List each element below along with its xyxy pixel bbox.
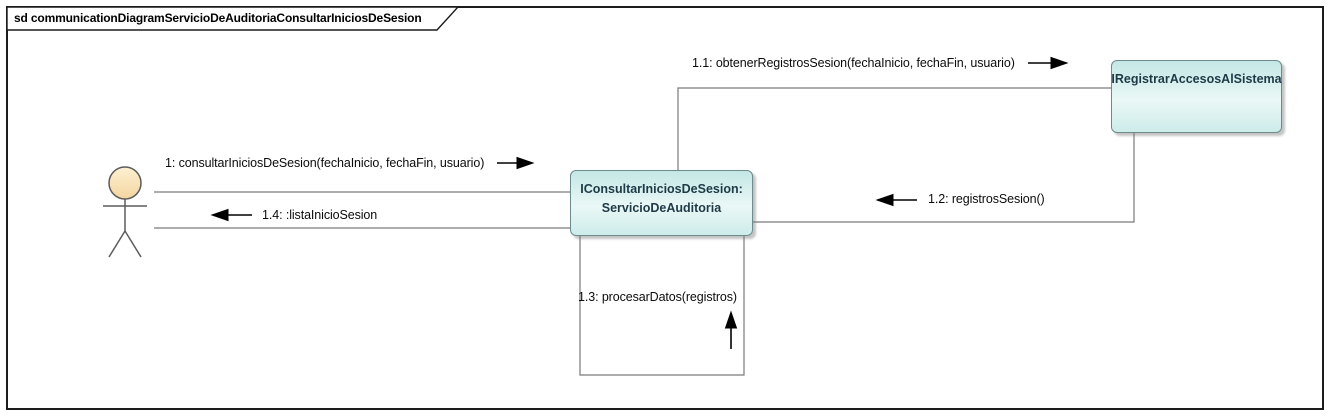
object-registrar-accesos-al-sistema[interactable]: IRegistrarAccesosAlSistema: [1111, 60, 1282, 133]
message-1-2-arrow-icon: [875, 193, 917, 207]
message-1-1-arrow-icon: [1028, 56, 1069, 70]
actor-icon[interactable]: [103, 166, 147, 258]
message-1-2-label[interactable]: 1.2: registrosSesion(): [928, 192, 1045, 206]
frame-title: sd communicationDiagramServicioDeAuditor…: [14, 11, 422, 25]
object-registrar-label: IRegistrarAccesosAlSistema: [1111, 72, 1282, 86]
frame-label-pentagon: [6, 6, 460, 31]
message-1-label[interactable]: 1: consultarIniciosDeSesion(fechaInicio,…: [165, 156, 485, 170]
message-1-4-label[interactable]: 1.4: :listaInicioSesion: [262, 208, 378, 222]
message-1-1-label[interactable]: 1.1: obtenerRegistrosSesion(fechaInicio,…: [692, 56, 1015, 70]
message-1-arrow-icon: [497, 156, 535, 170]
object-servicio-label-line1: IConsultarIniciosDeSesion:: [580, 182, 743, 196]
diagram-frame-border: [6, 6, 1324, 410]
link-servicio-to-registrar-call[interactable]: [677, 87, 1111, 170]
message-1-4-arrow-icon: [210, 208, 252, 222]
object-servicio-label-line2: ServicioDeAuditoria: [601, 201, 722, 215]
link-registrar-to-servicio-return[interactable]: [753, 133, 1135, 223]
link-servicio-self-loop[interactable]: [579, 236, 745, 376]
message-1-3-arrow-icon: [724, 310, 738, 349]
message-1-3-label[interactable]: 1.3: procesarDatos(registros): [578, 290, 737, 304]
object-servicio-de-auditoria[interactable]: IConsultarIniciosDeSesion: ServicioDeAud…: [570, 170, 753, 236]
